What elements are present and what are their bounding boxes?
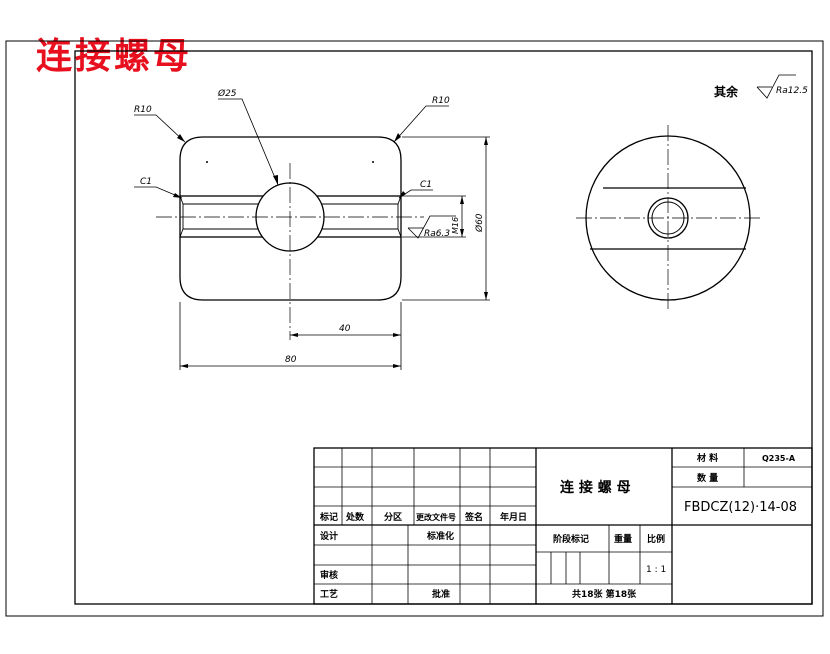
dim-40: 40	[339, 324, 351, 334]
tb-approve-label: 批准	[432, 588, 450, 600]
tb-scale-label: 比例	[647, 533, 665, 545]
tb-rev-header-1: 处数	[345, 511, 365, 523]
dim-r10-right: R10	[432, 96, 450, 106]
side-view	[576, 125, 760, 310]
dim-ra63: Ra6.3	[424, 229, 450, 239]
tb-scale-value: 1 : 1	[646, 565, 666, 575]
dimension-arrows	[173, 133, 488, 368]
tb-weight-label: 重量	[614, 533, 632, 545]
tb-review-label: 审核	[320, 569, 338, 581]
tb-process-label: 工艺	[320, 588, 338, 600]
dim-m16: M16	[451, 217, 460, 234]
tb-material-label: 材 料	[696, 452, 718, 464]
front-view	[156, 136, 424, 340]
tb-design-label: 设计	[320, 530, 338, 542]
tb-rev-header-4: 签名	[464, 511, 483, 523]
roughness-note: 其余 Ra12.5	[714, 74, 808, 99]
tb-standardize-label: 标准化	[426, 530, 454, 542]
tb-sheets: 共18张 第18张	[572, 588, 637, 600]
dim-dia25: Ø25	[217, 88, 237, 99]
dim-c1-right: C1	[420, 180, 432, 190]
tb-rev-header-2: 分区	[384, 511, 402, 523]
tb-rev-header-5: 年月日	[500, 511, 527, 523]
roughness-value: Ra12.5	[776, 86, 808, 96]
tb-rev-header-3: 更改文件号	[416, 512, 456, 522]
dim-dia60: Ø60	[474, 213, 485, 233]
title-block-text: 连 接 螺 母 材 料 Q235-A 数 量 FBDCZ(12)·14-08 标…	[319, 452, 797, 600]
tb-part-name: 连 接 螺 母	[560, 479, 631, 496]
outer-border	[5, 40, 824, 617]
dim-80: 80	[285, 355, 297, 365]
tb-quantity-label: 数 量	[697, 472, 718, 484]
tb-stage-label: 阶段标记	[553, 533, 589, 545]
dim-c1-left: C1	[140, 177, 152, 187]
tb-rev-header-0: 标记	[319, 511, 338, 523]
roughness-symbol	[756, 74, 796, 99]
dim-r10-left: R10	[134, 105, 152, 115]
title-block	[313, 447, 813, 605]
roughness-prefix: 其余	[714, 84, 739, 99]
tb-material-value: Q235-A	[762, 454, 796, 463]
dimension-labels: R10 R10 Ø25 C1 C1 M16 Ra6.3 Ø60 40 80	[134, 88, 485, 365]
part-name-heading: 连接螺母	[36, 35, 193, 77]
tb-drawing-number: FBDCZ(12)·14-08	[684, 500, 797, 515]
